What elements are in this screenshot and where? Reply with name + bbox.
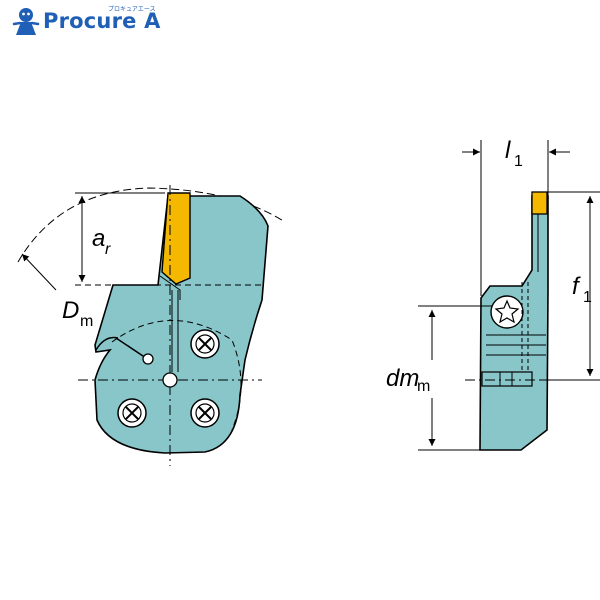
screw-top-right (190, 329, 220, 359)
coolant-port (142, 353, 154, 365)
ar-subscript: r (105, 241, 111, 258)
side-insert (531, 191, 548, 215)
cutting-insert (161, 192, 191, 285)
torx-icon (494, 299, 520, 324)
screw-bottom-right (190, 398, 220, 428)
mascot-icon (12, 8, 40, 35)
insert-pocket (159, 275, 181, 300)
ar-label: a (92, 225, 105, 252)
dmm-label: dm (386, 365, 419, 392)
l1-subscript: 1 (514, 153, 523, 170)
l1-label: l (505, 137, 511, 164)
dm-arrow (21, 253, 57, 291)
dmm-subscript: m (417, 378, 430, 395)
f1-label: f (572, 273, 581, 300)
dm-label: D (62, 297, 79, 324)
coolant-nozzle (481, 371, 533, 387)
clamp-slot (95, 336, 119, 351)
center-hole (162, 372, 178, 388)
brand-logo: Procure A プロキュアエース (12, 4, 161, 38)
torx-screw (490, 295, 524, 329)
brand-kana: プロキュアエース (108, 6, 156, 13)
f1-subscript: 1 (583, 289, 592, 306)
dm-subscript: m (80, 313, 93, 330)
blade-body (94, 195, 269, 454)
brand-name: Procure A (43, 9, 161, 33)
front-view: a r D m (17, 185, 286, 466)
coolant-line (115, 337, 147, 359)
side-view: l 1 f 1 dm m (386, 137, 600, 451)
screw-bottom-left (117, 398, 147, 428)
